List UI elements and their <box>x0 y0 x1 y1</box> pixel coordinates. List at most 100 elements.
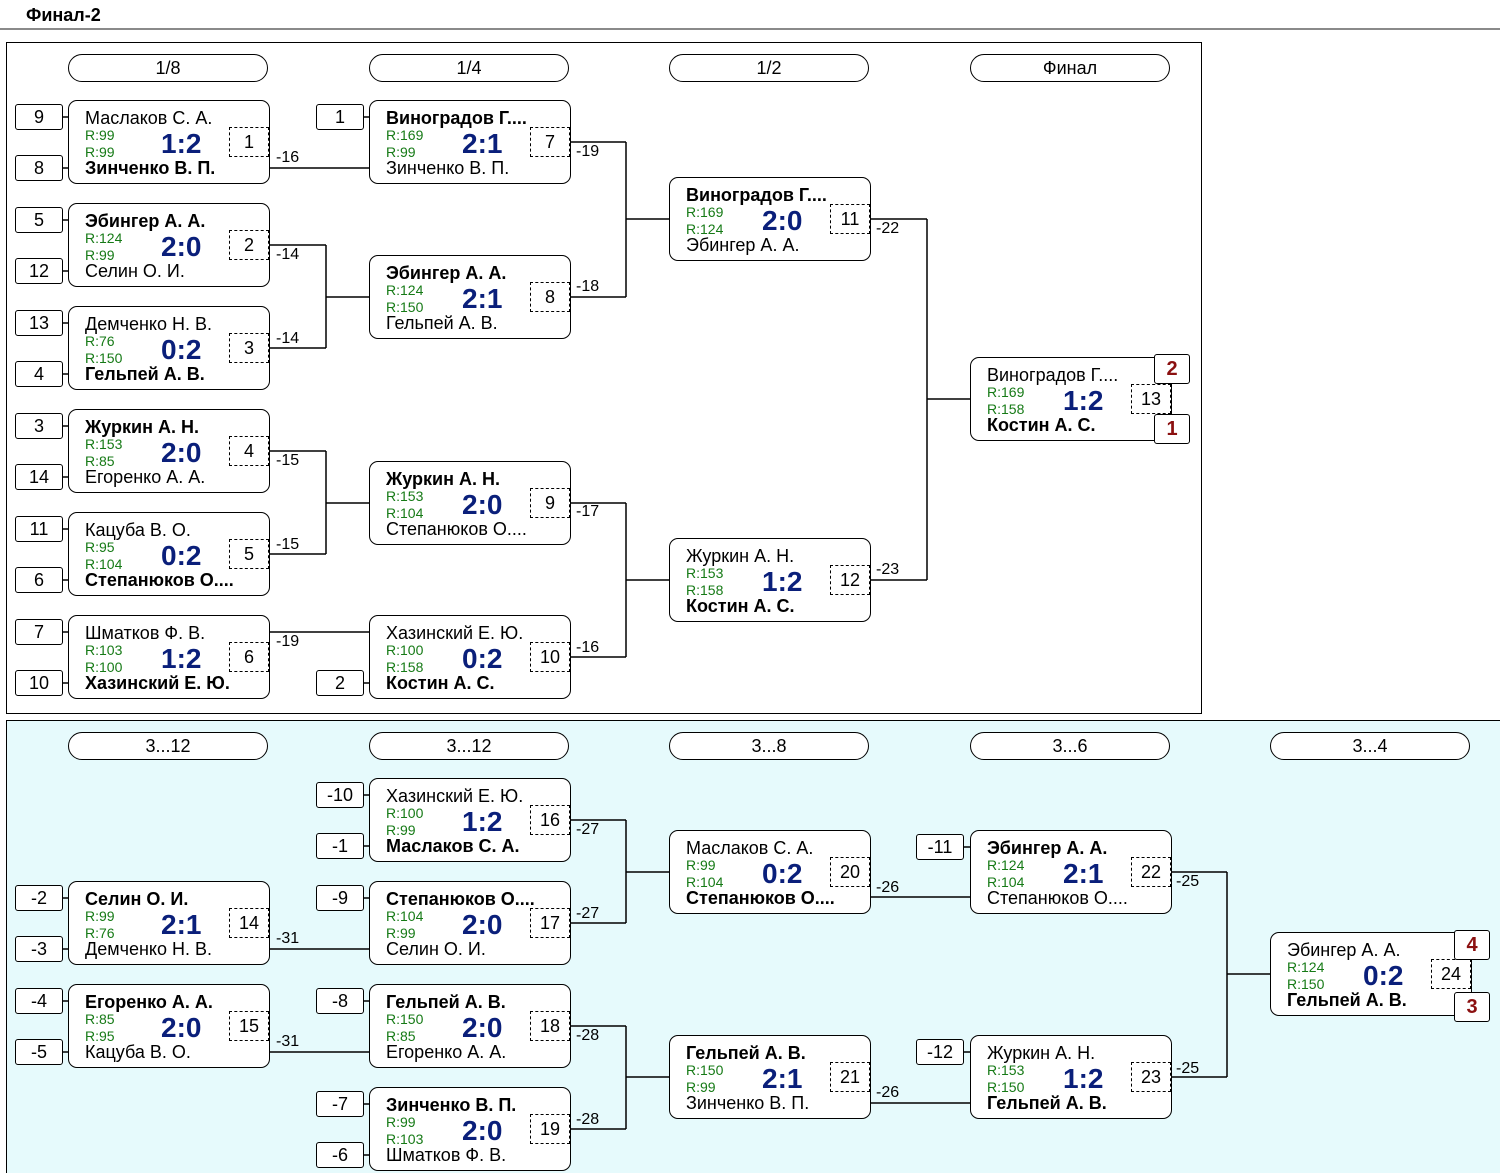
player-top-name: Хазинский Е. Ю. <box>386 623 524 643</box>
player-top-name: Журкин А. Н. <box>686 546 795 566</box>
player-bottom-name: Степанюков О.... <box>987 888 1128 908</box>
player-bottom-rating: R:85 <box>85 453 115 469</box>
loser-destination-label: -28 <box>576 1111 600 1128</box>
player-top-rating: R:169 <box>686 204 724 220</box>
match-number: 22 <box>1131 857 1171 887</box>
seed-box: 11 <box>15 516 63 542</box>
player-bottom-rating: R:104 <box>386 505 424 521</box>
seed-box: -7 <box>316 1091 364 1117</box>
player-top-rating: R:124 <box>85 230 123 246</box>
player-bottom-name: Степанюков О.... <box>386 519 527 539</box>
seed-box: -9 <box>316 885 364 911</box>
player-top-rating: R:124 <box>386 282 424 298</box>
player-top-name: Егоренко А. А. <box>85 992 213 1012</box>
seed-box: 6 <box>15 567 63 593</box>
player-top-name: Хазинский Е. Ю. <box>386 786 524 806</box>
player-bottom-rating: R:104 <box>85 556 123 572</box>
match-score: 2:0 <box>161 437 202 468</box>
match-number: 4 <box>229 436 269 466</box>
match-score: 1:2 <box>1063 1063 1104 1094</box>
player-top-rating: R:124 <box>987 857 1025 873</box>
player-top-rating: R:153 <box>386 488 424 504</box>
player-bottom-rating: R:95 <box>85 1028 115 1044</box>
match-number: 24 <box>1431 959 1471 989</box>
player-bottom-rating: R:85 <box>386 1028 416 1044</box>
match-score: 0:2 <box>1363 960 1404 991</box>
match-number: 6 <box>229 642 269 672</box>
player-bottom-name: Селин О. И. <box>85 261 185 281</box>
seed-box: 3 <box>15 413 63 439</box>
player-bottom-name: Егоренко А. А. <box>85 467 206 487</box>
seed-box: -8 <box>316 988 364 1014</box>
player-bottom-name: Кацуба В. О. <box>85 1042 191 1062</box>
stage-header-quarterfinal: 1/4 <box>369 54 569 82</box>
player-top-rating: R:100 <box>386 805 424 821</box>
player-bottom-name: Хазинский Е. Ю. <box>85 673 230 693</box>
match-number: 2 <box>229 230 269 260</box>
stage-header-round-of-16: 1/8 <box>68 54 268 82</box>
match-score: 0:2 <box>462 643 503 674</box>
player-bottom-name: Костин А. С. <box>987 415 1096 435</box>
player-bottom-name: Костин А. С. <box>386 673 495 693</box>
player-top-rating: R:85 <box>85 1011 115 1027</box>
player-bottom-name: Гельпей А. В. <box>987 1093 1107 1113</box>
player-top-rating: R:150 <box>386 1011 424 1027</box>
player-top-rating: R:100 <box>386 642 424 658</box>
player-top-rating: R:99 <box>686 857 716 873</box>
loser-destination-label: -25 <box>1176 873 1200 890</box>
player-top-rating: R:124 <box>1287 959 1325 975</box>
match-number: 11 <box>830 204 870 234</box>
player-top-rating: R:153 <box>686 565 724 581</box>
match-number: 13 <box>1131 384 1171 414</box>
player-top-name: Эбингер А. А. <box>1287 940 1401 960</box>
player-bottom-name: Зинченко В. П. <box>686 1093 810 1113</box>
player-top-name: Шматков Ф. В. <box>85 623 206 643</box>
player-top-name: Журкин А. Н. <box>987 1043 1096 1063</box>
loser-destination-label: -19 <box>576 143 600 160</box>
loser-destination-label: -14 <box>276 330 300 347</box>
player-top-rating: R:99 <box>85 908 115 924</box>
match-score: 2:0 <box>161 1012 202 1043</box>
match-score: 0:2 <box>161 540 202 571</box>
player-top-name: Селин О. И. <box>85 889 189 909</box>
player-top-rating: R:99 <box>85 127 115 143</box>
match-score: 1:2 <box>462 806 503 837</box>
seed-box: 12 <box>15 258 63 284</box>
player-bottom-rating: R:100 <box>85 659 123 675</box>
player-top-name: Маслаков С. А. <box>686 838 814 858</box>
player-bottom-name: Эбингер А. А. <box>686 235 800 255</box>
match-score: 2:0 <box>462 489 503 520</box>
loser-destination-label: -19 <box>276 633 300 650</box>
seed-box: 14 <box>15 464 63 490</box>
seed-box: -4 <box>15 988 63 1014</box>
match-score: 2:1 <box>762 1063 803 1094</box>
loser-destination-label: -31 <box>276 930 300 947</box>
loser-destination-label: -15 <box>276 536 300 553</box>
stage-header-semifinal: 1/2 <box>669 54 869 82</box>
match-number: 19 <box>530 1114 570 1144</box>
